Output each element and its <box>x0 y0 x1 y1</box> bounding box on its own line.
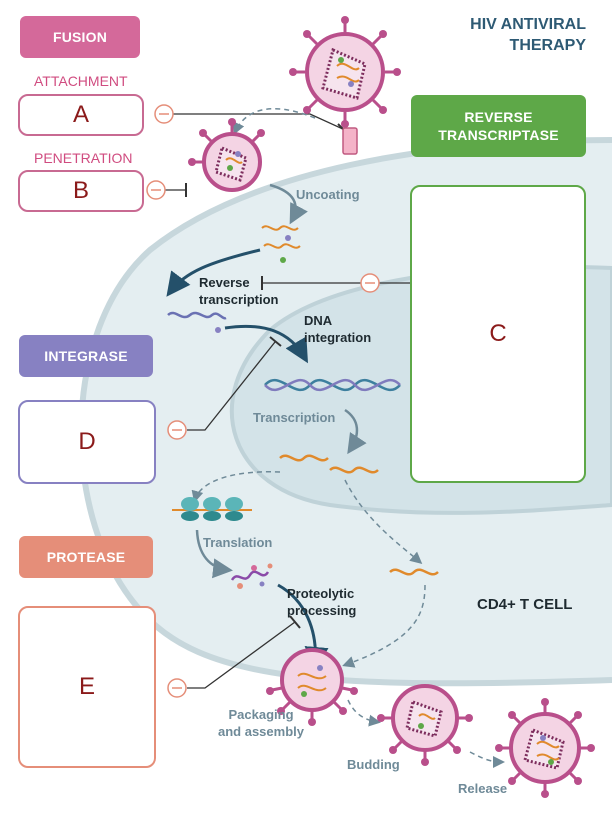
step-uncoating: Uncoating <box>296 187 360 202</box>
step-proteolytic-processing: Proteolytic processing <box>287 585 356 619</box>
step-translation: Translation <box>203 535 273 550</box>
minus-circles <box>146 104 380 698</box>
step-packaging-assembly: Packaging and assembly <box>218 706 304 740</box>
reverse-transcriptase-line2: TRANSCRIPTASE <box>438 127 559 143</box>
step-transcription: Transcription <box>253 410 336 425</box>
answer-box-e: E <box>18 606 156 768</box>
virus-free-icon <box>289 16 401 128</box>
step-dna-line1: DNA <box>304 313 333 328</box>
diagram-title-line1: HIV ANTIVIRAL <box>470 16 586 33</box>
step-dna-integration: DNA integration <box>304 312 371 346</box>
diagram-title: HIV ANTIVIRAL THERAPY <box>470 14 586 56</box>
virus-assembly-icon <box>266 648 358 726</box>
virus-budding-icon <box>377 684 473 766</box>
step-reverse-line1: Reverse <box>199 275 250 290</box>
mrna-icon <box>279 454 439 576</box>
step-reverse-line2: transcription <box>199 292 279 307</box>
step-reverse-transcription: Reverse transcription <box>199 274 278 308</box>
step-proteolytic-line2: processing <box>287 603 357 618</box>
step-release: Release <box>458 781 508 796</box>
cdna-icon <box>167 311 227 333</box>
fusion-label: FUSION <box>20 16 140 58</box>
cell-label: CD4+ T CELL <box>477 596 573 613</box>
step-budding: Budding <box>347 757 400 772</box>
step-proteolytic-line1: Proteolytic <box>287 586 355 601</box>
step-packaging-line1: Packaging <box>228 707 294 722</box>
step-packaging-line2: and assembly <box>218 724 304 739</box>
reverse-transcriptase-label: REVERSE TRANSCRIPTASE <box>411 95 586 157</box>
dna-helix-icon <box>264 378 401 392</box>
step-dna-line2: integration <box>304 330 372 345</box>
viral-rna-icon <box>261 225 301 263</box>
answer-box-d: D <box>18 400 156 484</box>
answer-box-c: C <box>410 185 586 483</box>
diagram-title-line2: THERAPY <box>509 37 586 54</box>
answer-box-a: A <box>18 94 144 136</box>
reverse-transcriptase-line1: REVERSE <box>464 109 533 125</box>
attachment-label: ATTACHMENT <box>34 73 128 89</box>
receptor-icon <box>342 127 358 155</box>
polyprotein-icon <box>230 563 273 589</box>
penetration-label: PENETRATION <box>34 150 133 166</box>
ribosome-icon <box>172 497 252 521</box>
answer-box-b: B <box>18 170 144 212</box>
protease-label: PROTEASE <box>19 536 153 578</box>
inhibitor-lines <box>164 113 410 689</box>
virus-released-icon <box>495 698 595 798</box>
virus-fusing-icon <box>188 118 265 192</box>
integrase-label: INTEGRASE <box>19 335 153 377</box>
